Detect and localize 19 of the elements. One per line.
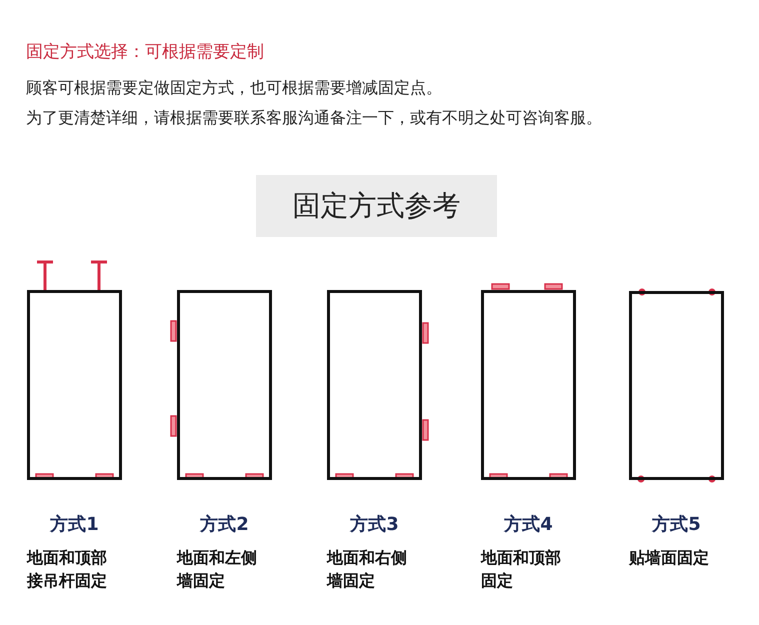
heading: 固定方式选择：可根据需要定制 — [26, 41, 264, 63]
cabinet-outline — [629, 291, 724, 480]
option-label: 方式3 — [348, 513, 400, 536]
note-text: 为了更清楚详细，请根据需要联系客服沟通备注一下，或有不明之处可咨询客服。 — [26, 108, 602, 129]
cabinet-outline — [27, 290, 122, 480]
option-label: 方式1 — [48, 513, 100, 536]
option-description: 地面和顶部接吊杆固定 — [27, 547, 108, 592]
cabinet-outline — [481, 290, 576, 480]
option-label: 方式2 — [198, 513, 250, 536]
option-description: 地面和顶部固定 — [481, 547, 562, 592]
option-label: 方式4 — [502, 513, 554, 536]
option-description: 地面和左侧墙固定 — [177, 547, 258, 592]
note-text: 顾客可根据需要定做固定方式，也可根据需要增减固定点。 — [26, 78, 442, 99]
option-description: 贴墙面固定 — [629, 547, 710, 569]
option-label: 方式5 — [650, 513, 702, 536]
title-band: 固定方式参考 — [256, 175, 497, 237]
cabinet-outline — [327, 290, 422, 480]
option-description: 地面和右侧墙固定 — [327, 547, 408, 592]
cabinet-outline — [177, 290, 272, 480]
